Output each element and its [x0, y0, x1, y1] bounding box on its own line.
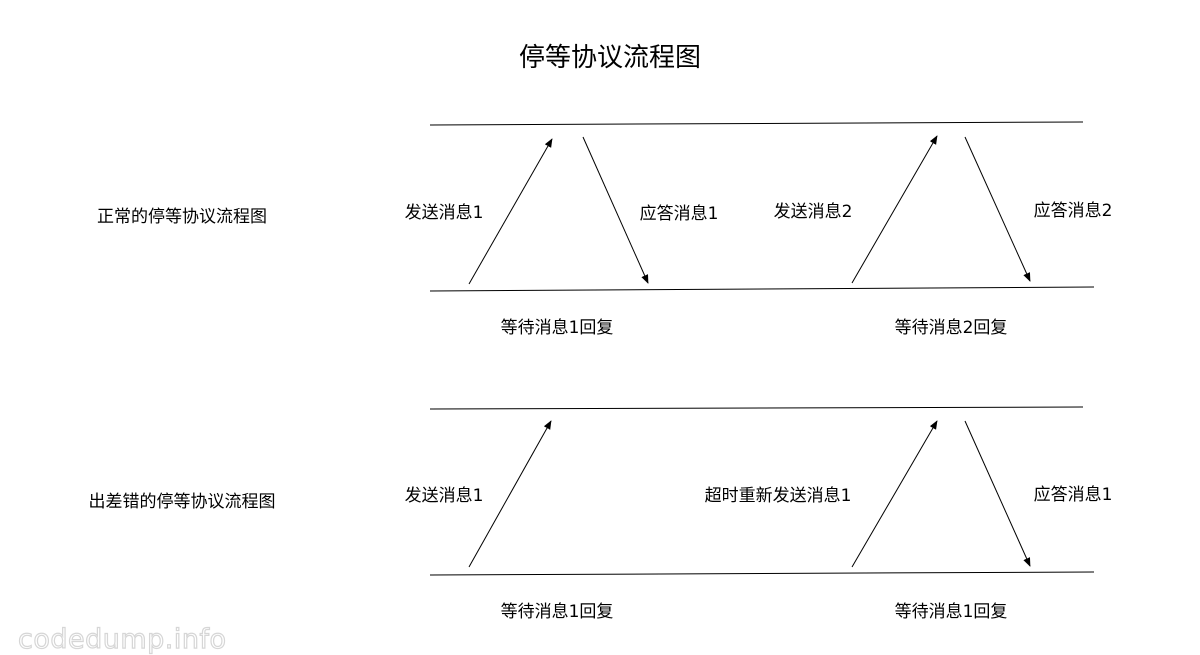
row-label-normal: 正常的停等协议流程图: [97, 207, 267, 227]
normal-receiver-timeline: [429, 121, 1084, 126]
error-resend1-label: 超时重新发送消息1: [705, 486, 852, 506]
error-send1-label: 发送消息1: [405, 486, 484, 506]
row-label-error: 出差错的停等协议流程图: [89, 492, 276, 512]
normal-send1-arrow: [468, 138, 553, 285]
normal-ack1-label: 应答消息1: [640, 204, 719, 224]
normal-ack1-arrow: [582, 136, 649, 284]
error-receiver-timeline: [429, 406, 1084, 410]
watermark-text: codedump.info: [18, 624, 227, 655]
normal-sender-timeline: [429, 286, 1095, 292]
error-ack1-label: 应答消息1: [1034, 485, 1113, 505]
error-resend1-arrow: [851, 420, 938, 568]
error-wait1b-label: 等待消息1回复: [895, 602, 1008, 622]
normal-wait1-label: 等待消息1回复: [501, 318, 614, 338]
diagram-title: 停等协议流程图: [519, 43, 701, 73]
normal-wait2-label: 等待消息2回复: [895, 318, 1008, 338]
normal-ack2-label: 应答消息2: [1034, 201, 1113, 221]
normal-send1-label: 发送消息1: [405, 203, 484, 223]
error-ack1-arrow: [964, 420, 1031, 567]
error-sender-timeline: [429, 571, 1095, 576]
normal-send2-arrow: [851, 135, 938, 284]
error-send1-arrow: [468, 420, 552, 568]
normal-ack2-arrow: [964, 136, 1031, 282]
normal-send2-label: 发送消息2: [774, 202, 853, 222]
error-wait1-label: 等待消息1回复: [501, 602, 614, 622]
